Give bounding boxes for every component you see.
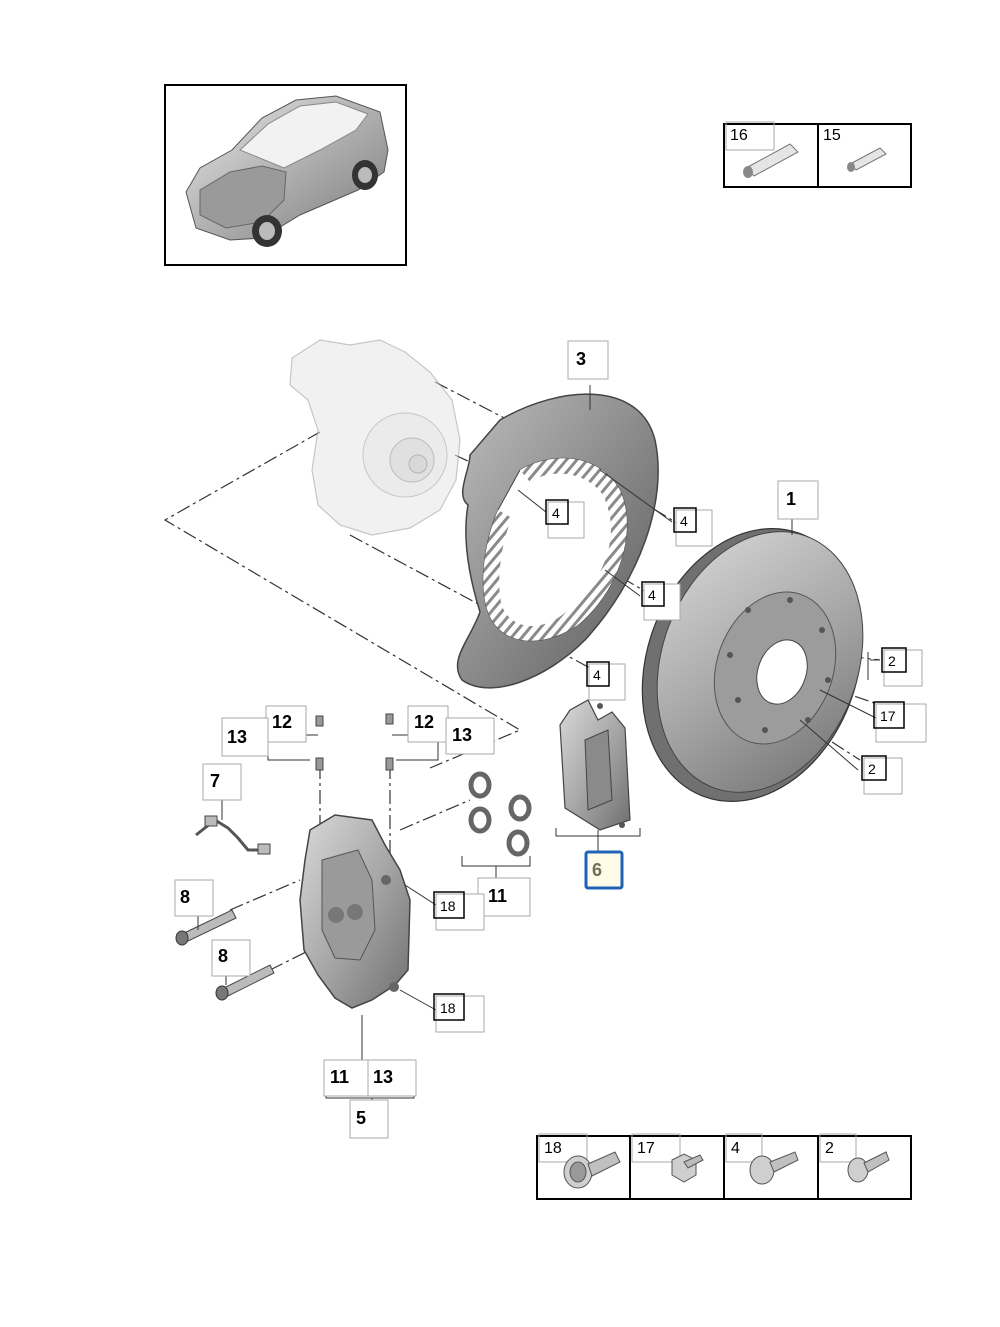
torx-bolt-icon (749, 1151, 799, 1185)
svg-text:5: 5 (356, 1108, 366, 1128)
svg-text:4: 4 (593, 667, 601, 683)
svg-text:8: 8 (180, 887, 190, 907)
legend-item[interactable]: 17 (631, 1133, 704, 1183)
callout-2[interactable]: 2 (881, 647, 923, 687)
callout-4[interactable]: 4 (545, 499, 585, 539)
callout-1[interactable]: 1 (777, 480, 819, 520)
callout-11[interactable]: 11 (477, 877, 531, 917)
brake-caliper (299, 814, 411, 1009)
svg-text:18: 18 (440, 898, 456, 914)
leader-lines (197, 385, 878, 1100)
svg-text:4: 4 (552, 505, 560, 521)
callout-4[interactable]: 4 (673, 507, 713, 547)
svg-text:13: 13 (227, 727, 247, 747)
legend-top: 16 15 (723, 121, 912, 188)
callout-13[interactable]: 13 (445, 717, 495, 755)
callout-8[interactable]: 8 (174, 879, 214, 917)
wheel-carrier (289, 339, 461, 536)
wear-sensor (195, 815, 271, 855)
legend-item[interactable]: 4 (725, 1133, 799, 1185)
callout-13[interactable]: 13 (367, 1059, 417, 1097)
callout-18[interactable]: 18 (433, 891, 485, 931)
callout-7[interactable]: 7 (202, 763, 242, 801)
svg-text:12: 12 (272, 712, 292, 732)
legend-item[interactable]: 18 (538, 1133, 621, 1189)
suv-vehicle-icon (185, 95, 389, 247)
dust-shield (456, 393, 659, 689)
legend-item-number: 16 (730, 127, 748, 144)
callout-17[interactable]: 17 (873, 701, 927, 743)
callout-12[interactable]: 12 (265, 705, 307, 743)
legend-item-number: 15 (823, 127, 841, 144)
callout-4[interactable]: 4 (641, 581, 681, 621)
countersunk-screw-icon (847, 1151, 890, 1183)
svg-text:3: 3 (576, 349, 586, 369)
svg-text:17: 17 (880, 708, 896, 724)
callout-4[interactable]: 4 (586, 661, 626, 701)
svg-text:13: 13 (373, 1067, 393, 1087)
legend-bottom: 18 17 4 2 (536, 1133, 912, 1200)
bleed-screws (315, 713, 394, 771)
legend-item[interactable]: 15 (823, 127, 887, 172)
svg-text:18: 18 (440, 1000, 456, 1016)
svg-text:12: 12 (414, 712, 434, 732)
legend-item[interactable]: 2 (819, 1133, 890, 1183)
svg-text:1: 1 (786, 489, 796, 509)
callout-12[interactable]: 12 (407, 705, 449, 743)
callout-11[interactable]: 11 (323, 1059, 375, 1097)
callout-8[interactable]: 8 (211, 939, 251, 977)
legend-item-number: 4 (731, 1140, 740, 1157)
svg-text:8: 8 (218, 946, 228, 966)
callout-5[interactable]: 5 (349, 1099, 389, 1139)
legend-item-number: 18 (544, 1140, 562, 1157)
seal-rings (468, 771, 532, 857)
hex-bolt-icon (671, 1153, 704, 1183)
brake-pads (559, 699, 631, 831)
callout-18[interactable]: 18 (433, 993, 485, 1033)
svg-text:7: 7 (210, 771, 220, 791)
svg-text:2: 2 (888, 653, 896, 669)
splined-bolt-icon (563, 1151, 621, 1189)
svg-text:2: 2 (868, 761, 876, 777)
svg-text:4: 4 (680, 513, 688, 529)
svg-text:11: 11 (488, 886, 507, 906)
legend-item-number: 17 (637, 1140, 655, 1157)
vehicle-thumbnail (164, 84, 407, 266)
brake-disc (641, 528, 864, 802)
svg-text:6: 6 (592, 860, 602, 880)
legend-item-number: 2 (825, 1140, 834, 1157)
grease-tube-small-icon (847, 147, 887, 172)
svg-text:4: 4 (648, 587, 656, 603)
callout-6-selected[interactable]: 6 (584, 850, 624, 890)
svg-text:11: 11 (330, 1067, 349, 1087)
callout-3[interactable]: 3 (567, 340, 609, 380)
callout-2[interactable]: 2 (861, 755, 903, 795)
caliper-bolts (175, 909, 275, 1001)
grease-tube-large-icon (743, 143, 799, 178)
svg-text:13: 13 (452, 725, 472, 745)
callout-13[interactable]: 13 (221, 717, 269, 757)
legend-item[interactable]: 16 (725, 121, 799, 178)
